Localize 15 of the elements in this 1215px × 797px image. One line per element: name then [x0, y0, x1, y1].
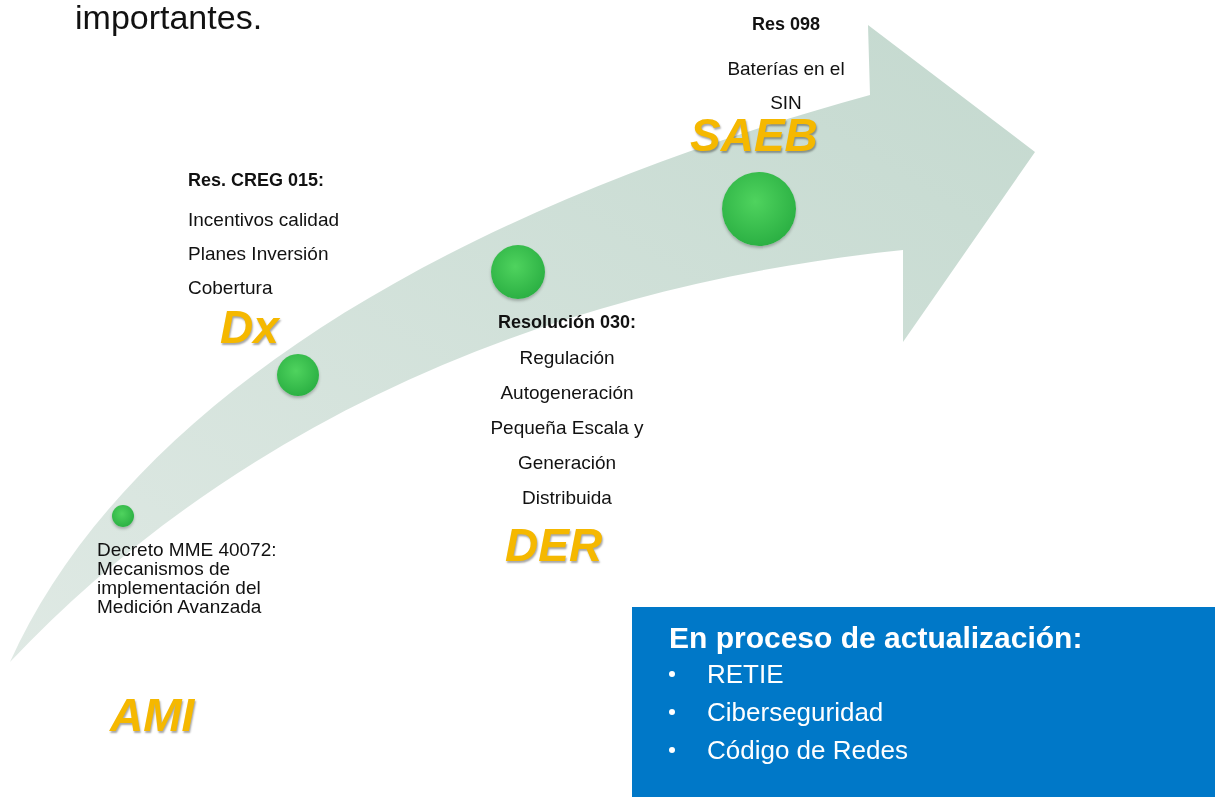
- milestone-description: Decreto MME 40072: Mecanismos de implementación del Medición Avanzada: [97, 540, 278, 616]
- milestone-tag: Dx: [220, 300, 279, 354]
- milestone-heading: Res 098: [750, 14, 822, 35]
- milestone-heading: Res. CREG 015:: [188, 170, 326, 191]
- list-item: Ciberseguridad: [707, 696, 884, 729]
- title: importantes.: [75, 0, 263, 34]
- milestone-tag: AMI: [110, 688, 195, 742]
- panel-heading: En proceso de actualización:: [669, 621, 1083, 655]
- milestone-heading: Resolución 030:: [496, 312, 637, 333]
- list-item: RETIE: [707, 658, 784, 691]
- info-panel: [632, 607, 1215, 797]
- milestone-description: Regulación Autogeneración Pequeña Escala y Generación Distribuida: [489, 346, 645, 510]
- milestone-description: Incentivos calidad Planes Inversión Cobertura: [188, 208, 341, 300]
- milestone-tag: DER: [505, 518, 603, 572]
- list-item: Código de Redes: [707, 734, 908, 767]
